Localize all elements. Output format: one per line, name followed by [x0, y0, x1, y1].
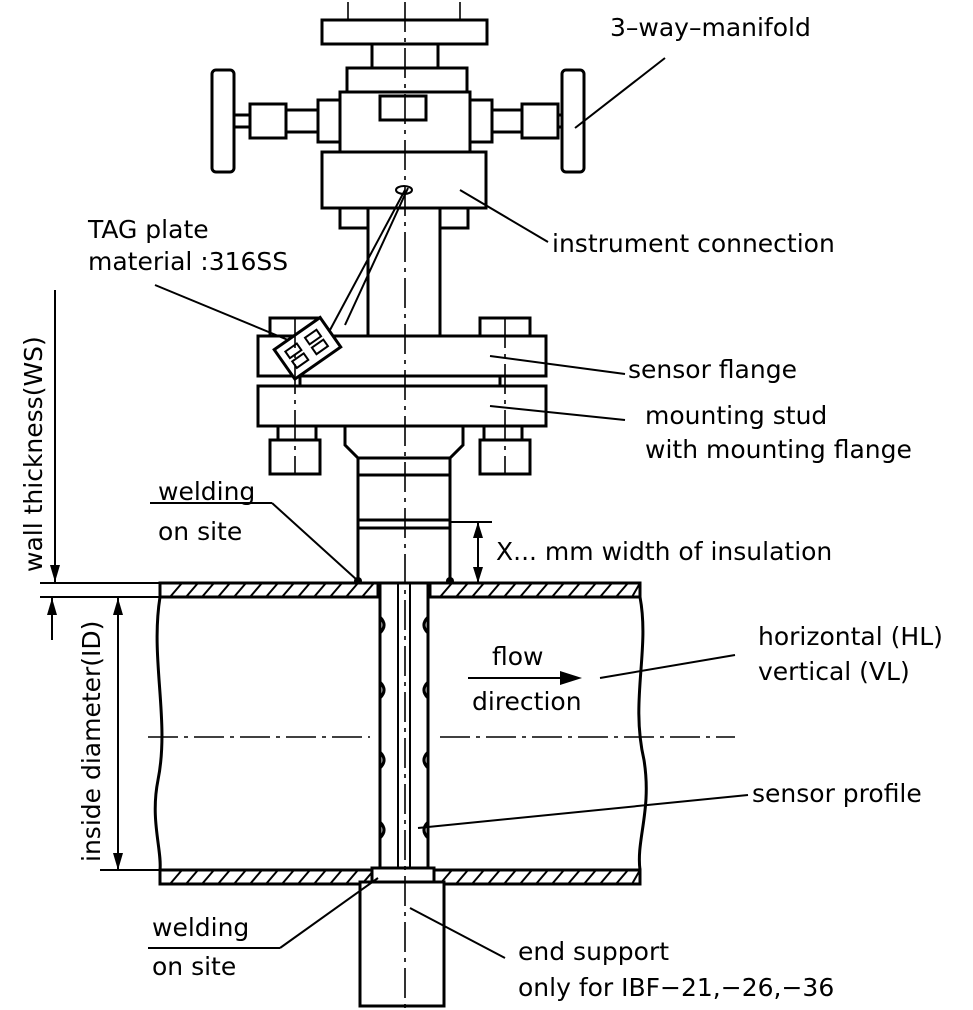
pipe-section	[148, 581, 735, 886]
instrument-connection-block	[320, 150, 488, 338]
welding-bottom-site-label: on site	[152, 952, 236, 981]
pipe-wall-hatching	[169, 582, 641, 885]
hatch-line	[345, 869, 359, 885]
hatch-line	[535, 582, 549, 598]
hatch-line	[313, 869, 327, 885]
direction-label: direction	[472, 687, 582, 716]
probe-notch	[422, 820, 430, 840]
orientation-vertical-label: vertical (VL)	[758, 657, 910, 686]
tag-plate	[272, 185, 413, 382]
hatch-line	[313, 582, 327, 598]
hatch-line	[169, 869, 183, 885]
hatch-line	[615, 869, 629, 885]
wall-thickness-label: wall thickness(WS)	[19, 336, 48, 572]
tag-plate-material-label: material :316SS	[88, 247, 288, 276]
inside-diameter-dimension	[100, 598, 160, 871]
hatch-line	[185, 582, 199, 598]
probe-notch	[422, 615, 430, 635]
hatch-line	[503, 582, 517, 598]
hatch-line	[631, 582, 641, 598]
orientation-horizontal-label: horizontal (HL)	[758, 622, 943, 651]
hatch-line	[217, 869, 231, 885]
hatch-line	[583, 869, 597, 885]
hatch-line	[535, 869, 549, 885]
hatch-line	[233, 582, 247, 598]
hatch-line	[455, 869, 469, 885]
hatch-line	[361, 582, 375, 598]
sensor-flange-label: sensor flange	[628, 355, 797, 384]
three-way-manifold	[210, 18, 586, 174]
hatch-line	[329, 869, 343, 885]
hatch-line	[265, 582, 279, 598]
hatch-line	[455, 582, 469, 598]
hatch-line	[519, 582, 533, 598]
leader-lines	[148, 57, 749, 959]
hatch-line	[233, 869, 247, 885]
instrument-connection-label: instrument connection	[552, 229, 835, 258]
hatch-line	[567, 582, 581, 598]
hatch-line	[201, 582, 215, 598]
mounting-stud-label: mounting stud	[645, 401, 827, 430]
hatch-line	[487, 582, 501, 598]
hatch-line	[551, 869, 565, 885]
hatch-line	[599, 869, 613, 885]
manifold-label: 3–way–manifold	[610, 13, 811, 42]
hatch-line	[169, 582, 183, 598]
hatch-line	[487, 869, 501, 885]
mounting-stub	[354, 456, 454, 585]
hatch-line	[583, 582, 597, 598]
hatch-line	[345, 582, 359, 598]
hatch-line	[599, 582, 613, 598]
hatch-line	[471, 582, 485, 598]
flow-direction-arrow	[468, 671, 582, 685]
probe-notch	[378, 680, 386, 700]
hatch-line	[265, 869, 279, 885]
hatch-line	[329, 582, 343, 598]
sensor-profile-label: sensor profile	[752, 779, 922, 808]
end-support-models-label: only for IBF−21,−26,−36	[518, 973, 834, 1002]
welding-bottom-label: welding	[152, 913, 249, 942]
hatch-line	[201, 869, 215, 885]
hatch-line	[281, 869, 295, 885]
mounting-flange-label: with mounting flange	[645, 435, 912, 464]
hatch-line	[281, 582, 295, 598]
probe-notch	[422, 680, 430, 700]
hatch-line	[439, 582, 453, 598]
probe-notch	[422, 750, 430, 770]
sensor-probe	[378, 583, 430, 870]
welding-top-label: welding	[158, 477, 255, 506]
inside-diameter-label: inside diameter(ID)	[77, 621, 106, 862]
hatch-line	[471, 869, 485, 885]
hatch-line	[185, 869, 199, 885]
hatch-line	[567, 869, 581, 885]
probe-notch	[378, 750, 386, 770]
hatch-line	[249, 582, 263, 598]
hatch-line	[503, 869, 517, 885]
hatch-line	[217, 582, 231, 598]
hatch-line	[615, 582, 629, 598]
end-support-label: end support	[518, 937, 669, 966]
tag-plate-label: TAG plate	[87, 215, 209, 244]
hatch-line	[519, 869, 533, 885]
hatch-line	[551, 582, 565, 598]
insulation-dimension	[450, 521, 492, 583]
hatch-line	[249, 869, 263, 885]
hatch-line	[297, 582, 311, 598]
probe-notch	[378, 615, 386, 635]
end-support	[358, 866, 446, 1008]
probe-notch	[378, 820, 386, 840]
flow-label: flow	[492, 642, 544, 671]
wall-thickness-dimension	[40, 290, 360, 640]
hatch-line	[297, 869, 311, 885]
insulation-label: X... mm width of insulation	[496, 537, 832, 566]
hatch-line	[631, 869, 641, 885]
welding-top-site-label: on site	[158, 517, 242, 546]
